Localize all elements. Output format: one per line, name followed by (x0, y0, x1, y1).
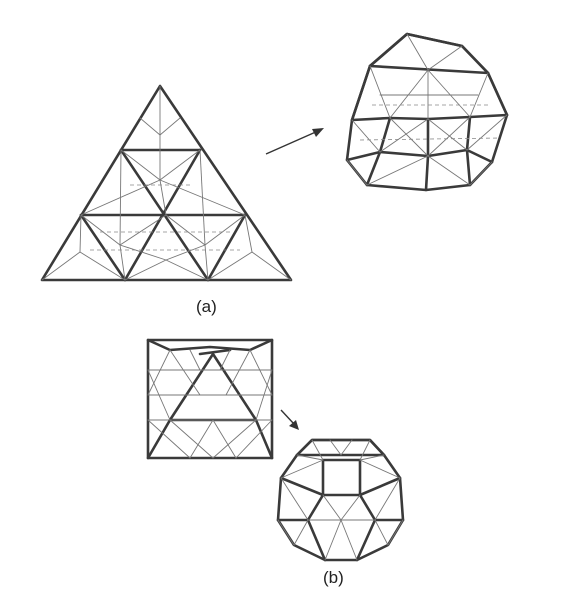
arrow-a (265, 128, 324, 155)
truncated-polyhedron-a (345, 32, 509, 192)
subdivided-tetrahedron (40, 84, 293, 282)
subdivided-cube (146, 338, 274, 460)
label-b: (b) (323, 568, 344, 587)
arrow-b (280, 409, 299, 430)
label-a: (a) (196, 297, 217, 316)
truncated-polyhedron-b (276, 438, 405, 562)
